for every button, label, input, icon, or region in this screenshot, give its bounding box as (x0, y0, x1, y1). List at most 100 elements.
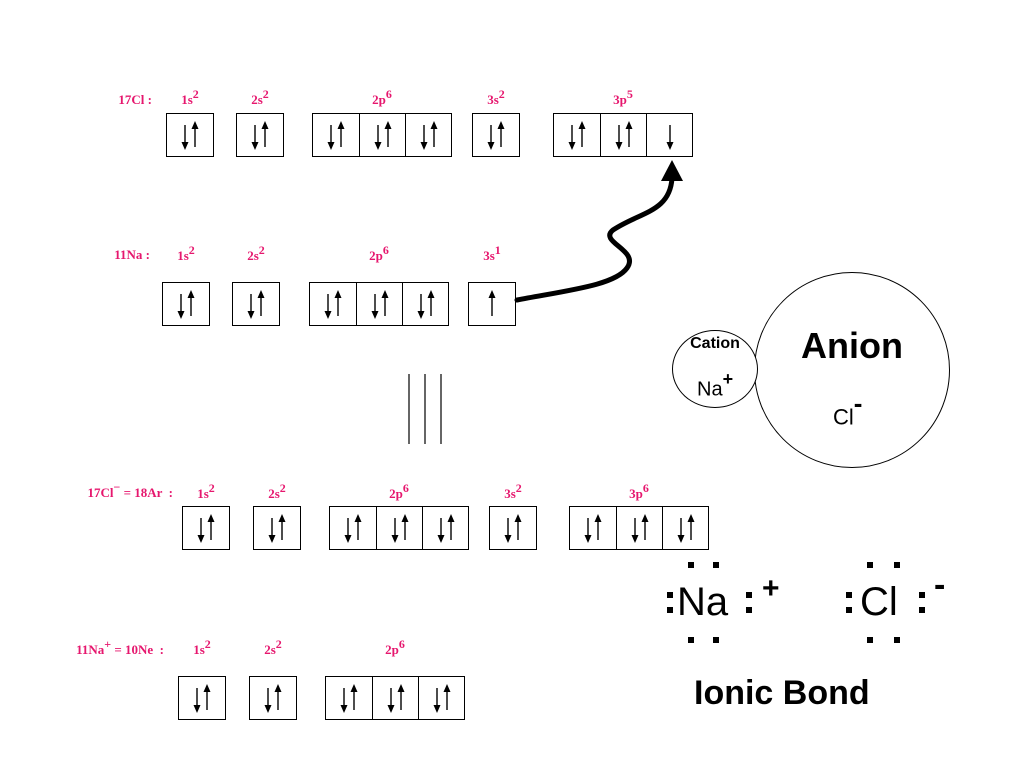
orbital-electron-count: 6 (642, 481, 649, 495)
orbital-name: 3s (483, 248, 495, 263)
electron-dot (688, 562, 694, 568)
orbital-box-group (162, 282, 210, 326)
equivalence-label: = 10Ne : (111, 642, 164, 657)
electron-dot (746, 592, 752, 598)
orbital-name: 1s (197, 486, 209, 501)
orbital-box-group (325, 676, 465, 720)
diagram-title: Ionic Bond (694, 674, 870, 712)
electron-dot (919, 607, 925, 613)
orbital-electron-count: 2 (192, 87, 199, 101)
electron-dot (713, 637, 719, 643)
orbital-name: 3p (629, 486, 643, 501)
orbital-box-group (182, 506, 230, 550)
anion-symbol-group: Cl- (833, 388, 862, 430)
orbital-electron-count: 6 (382, 243, 389, 257)
cation-symbol-group: Na+ (697, 369, 733, 402)
orbital-label: 1s2 (193, 638, 211, 656)
ion-charge-label: + (104, 637, 112, 651)
orbital-electron-count: 1 (494, 243, 501, 257)
equivalence-label: = 18Ar : (120, 485, 173, 500)
orbital-electron-count: 2 (208, 481, 215, 495)
row-label-cl-ion: 17Cl− = 18Ar : (87, 481, 173, 500)
element-label: 17Cl (118, 92, 145, 107)
orbital-box-group (232, 282, 280, 326)
orbital-box-group (472, 113, 520, 157)
electron-dot (713, 562, 719, 568)
paired-electron-box (490, 507, 536, 549)
element-label: 11Na (76, 642, 105, 657)
lewis-sodium-charge: + (762, 572, 780, 605)
anion-charge: - (853, 388, 863, 418)
orbital-label: 1s2 (177, 244, 195, 262)
orbital-label: 2p6 (372, 88, 392, 106)
paired-electron-box (237, 114, 283, 156)
paired-electron-box (359, 114, 405, 156)
orbital-box-group (249, 676, 297, 720)
orbital-electron-count: 6 (385, 87, 392, 101)
orbital-electron-count: 2 (258, 243, 265, 257)
paired-electron-box (554, 114, 600, 156)
orbital-name: 3p (613, 92, 627, 107)
lewis-chloride-symbol: Cl (860, 580, 898, 624)
orbital-name: 3s (504, 486, 516, 501)
paired-electron-box (570, 507, 616, 549)
orbital-box-group (329, 506, 469, 550)
ion-charge-label: − (113, 480, 121, 494)
element-label: 17Cl (87, 485, 114, 500)
paired-electron-box (254, 507, 300, 549)
electron-dot (894, 637, 900, 643)
electron-dot (688, 637, 694, 643)
paired-electron-box (250, 677, 296, 719)
paired-electron-box (372, 677, 418, 719)
paired-electron-box (330, 507, 376, 549)
paired-electron-box (310, 283, 356, 325)
electron-dot (894, 562, 900, 568)
paired-electron-box (179, 677, 225, 719)
orbital-label: 3s2 (487, 88, 505, 106)
cation-symbol: Na (697, 378, 723, 401)
orbital-electron-count: 2 (275, 637, 282, 651)
electron-dot (667, 607, 673, 613)
equivalence-label: : (142, 247, 150, 262)
orbital-box-group (236, 113, 284, 157)
orbital-box-group (489, 506, 537, 550)
orbital-box-group (178, 676, 226, 720)
electron-dot (867, 562, 873, 568)
orbital-name: 2p (385, 642, 399, 657)
orbital-name: 2s (251, 92, 263, 107)
orbital-label: 1s2 (197, 482, 215, 501)
orbital-box-group (253, 506, 301, 550)
cation-title: Cation (690, 335, 740, 352)
orbital-electron-count: 5 (626, 87, 633, 101)
row-label-na: 11Na : (114, 248, 150, 261)
anion-title: Anion (801, 325, 903, 366)
paired-electron-box (356, 283, 402, 325)
orbital-label: 2p6 (389, 482, 409, 500)
row-label-cl: 17Cl : (118, 93, 152, 106)
orbital-box-group (553, 113, 693, 157)
orbital-electron-count: 2 (204, 637, 211, 651)
orbital-name: 1s (181, 92, 193, 107)
anion-circle (754, 272, 950, 468)
orbital-label: 2p6 (369, 244, 389, 262)
electron-dot (746, 607, 752, 613)
orbital-box-group (309, 282, 449, 326)
orbital-electron-count: 6 (402, 481, 409, 495)
paired-electron-box (422, 507, 468, 549)
electron-dot (867, 637, 873, 643)
orbital-label: 3s1 (483, 244, 501, 263)
paired-electron-box (376, 507, 422, 549)
orbital-name: 2s (247, 248, 259, 263)
paired-electron-box (662, 507, 708, 549)
row-label-na-ion: 11Na+ = 10Ne : (76, 638, 164, 657)
cation-circle (672, 330, 758, 408)
orbital-label: 3p5 (613, 88, 633, 107)
electron-dot (667, 592, 673, 598)
paired-electron-box (418, 677, 464, 719)
paired-electron-box (313, 114, 359, 156)
paired-electron-box (326, 677, 372, 719)
lewis-sodium-symbol: Na (677, 580, 729, 624)
equivalence-label: : (144, 92, 152, 107)
orbital-box-group (312, 113, 452, 157)
